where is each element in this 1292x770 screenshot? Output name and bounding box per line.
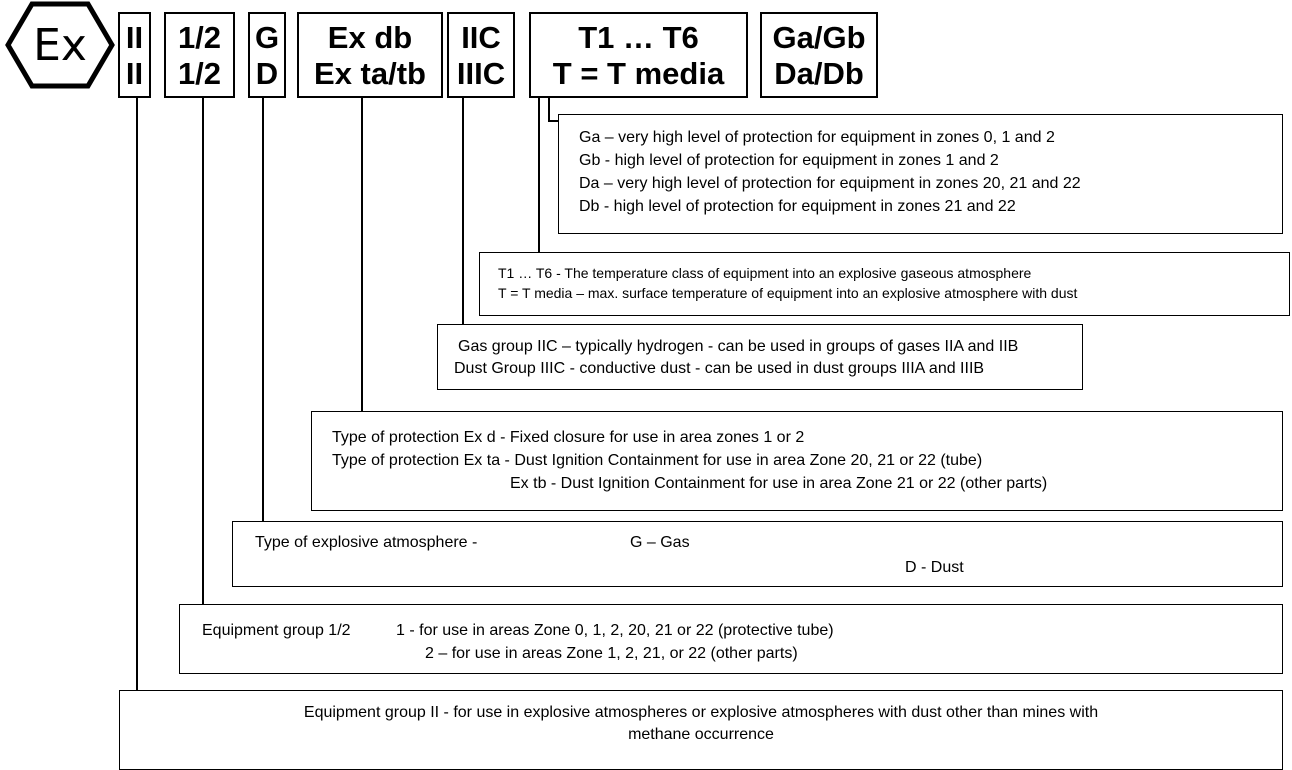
atmosphere-dust-text: D - Dust	[905, 559, 964, 576]
epl-gb-text: Gb - high level of protection for equipm…	[579, 152, 999, 169]
code-category-gas: 1/2	[177, 20, 222, 55]
code-box-temperature: T1 … T6 T = T media	[529, 12, 748, 98]
code-epl-dust: Da/Db	[774, 56, 864, 91]
protection-extb-text: Ex tb - Dust Ignition Containment for us…	[510, 475, 1048, 492]
code-box-protection: Ex db Ex ta/tb	[297, 12, 443, 98]
ex-hexagon-logo-icon: Ex	[5, 1, 115, 89]
code-group-dust: IIIC	[456, 56, 506, 91]
temperature-gas-text: T1 … T6 - The temperature class of equip…	[498, 265, 1032, 281]
code-box-group: IIC IIIC	[447, 12, 515, 98]
category-2-text: 2 – for use in areas Zone 1, 2, 21, or 2…	[425, 645, 798, 662]
code-group-gas: IIC	[461, 20, 501, 55]
equipment-group-line1-text: Equipment group II - for use in explosiv…	[303, 704, 1099, 721]
connector-protection	[361, 98, 363, 413]
code-box-equipment-group: II II	[118, 12, 151, 98]
code-atmosphere-dust: D	[255, 56, 279, 91]
connector-category	[202, 98, 204, 662]
epl-da-text: Da – very high level of protection for e…	[579, 175, 1081, 192]
code-equipment-group-gas: II	[125, 20, 144, 55]
category-1-text: 1 - for use in areas Zone 0, 1, 2, 20, 2…	[396, 622, 834, 639]
category-description-box: Equipment group 1/2 1 - for use in areas…	[179, 604, 1283, 674]
code-temperature-gas: T1 … T6	[578, 20, 699, 55]
category-label-text: Equipment group 1/2	[202, 622, 351, 639]
code-epl-gas: Ga/Gb	[772, 20, 866, 55]
code-box-atmosphere: G D	[248, 12, 286, 98]
connector-epl-tick	[548, 120, 564, 122]
temperature-dust-text: T = T media – max. surface temperature o…	[498, 285, 1078, 301]
group-dust-text: Dust Group IIIC - conductive dust - can …	[454, 360, 985, 377]
code-temperature-dust: T = T media	[552, 56, 725, 91]
atmosphere-gas-text: G – Gas	[630, 534, 690, 551]
epl-ga-text: Ga – very high level of protection for e…	[579, 129, 1055, 146]
atmosphere-label-text: Type of explosive atmosphere -	[255, 534, 478, 551]
protection-description-box: Type of protection Ex d - Fixed closure …	[311, 411, 1283, 511]
code-equipment-group-dust: II	[125, 56, 144, 91]
code-protection-dust: Ex ta/tb	[314, 56, 426, 91]
atmosphere-description-box: Type of explosive atmosphere - G – Gas D…	[232, 521, 1283, 587]
equipment-group-description-box: Equipment group II - for use in explosiv…	[119, 690, 1283, 770]
group-gas-text: Gas group IIC – typically hydrogen - can…	[458, 338, 1019, 355]
code-category-dust: 1/2	[177, 56, 222, 91]
connector-equipment-group	[136, 98, 138, 762]
code-protection-gas: Ex db	[327, 20, 413, 55]
code-box-category: 1/2 1/2	[164, 12, 235, 98]
temperature-description-box: T1 … T6 - The temperature class of equip…	[479, 252, 1290, 316]
connector-temperature	[538, 98, 540, 254]
code-box-epl: Ga/Gb Da/Db	[760, 12, 878, 98]
connector-epl	[548, 98, 550, 122]
protection-exd-text: Type of protection Ex d - Fixed closure …	[332, 429, 805, 446]
equipment-group-line2-text: methane occurrence	[628, 726, 774, 743]
epl-description-box: Ga – very high level of protection for e…	[558, 114, 1283, 234]
code-atmosphere-gas: G	[254, 20, 280, 55]
connector-atmosphere	[262, 98, 264, 548]
group-description-box: Gas group IIC – typically hydrogen - can…	[437, 324, 1083, 390]
protection-exta-text: Type of protection Ex ta - Dust Ignition…	[332, 452, 983, 469]
logo-text: Ex	[33, 20, 87, 71]
connector-group	[462, 98, 464, 326]
epl-db-text: Db - high level of protection for equipm…	[579, 198, 1016, 215]
